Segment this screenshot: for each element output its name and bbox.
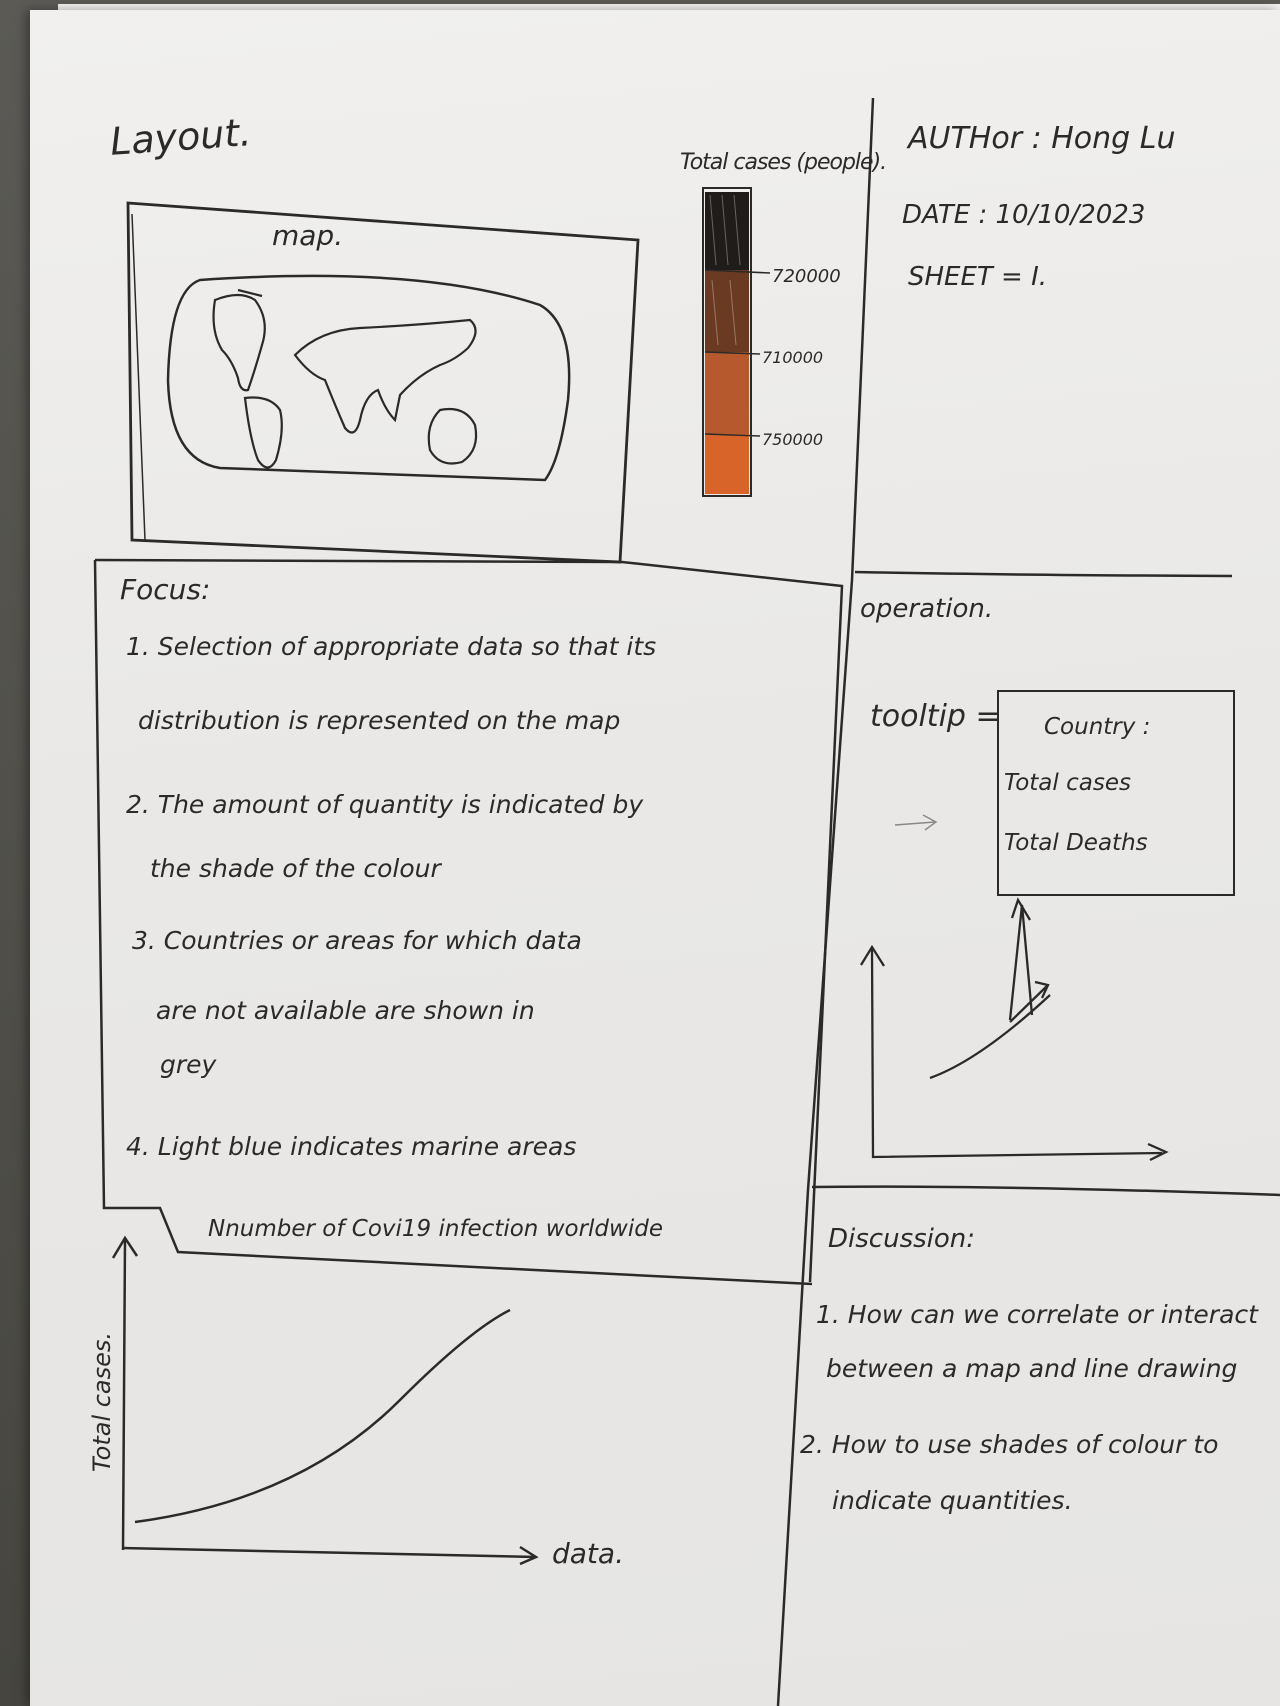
focus-line-1: 1. Selection of appropriate data so that…	[126, 632, 657, 661]
focus-box-outline	[94, 558, 844, 1283]
focus-line-2: distribution is represented on the map	[138, 706, 621, 735]
legend-tick-marks	[704, 269, 771, 437]
legend-tick-label-1: 720000	[772, 266, 841, 287]
focus-line-7: grey	[160, 1050, 217, 1079]
chart-y-arrow	[111, 1235, 139, 1259]
operation-y-arrow	[860, 944, 885, 967]
focus-line-3: 2. The amount of quantity is indicated b…	[126, 790, 644, 819]
author-label: AUTHor : Hong Lu	[908, 121, 1176, 156]
faint-pointer-arrow	[894, 814, 938, 831]
focus-line-4: the shade of the colour	[150, 854, 441, 883]
operation-axes	[870, 947, 1163, 1159]
legend-tick-label-3: 750000	[762, 430, 824, 449]
focus-box-bottom	[93, 559, 813, 1286]
tooltip-label: tooltip =	[870, 699, 1001, 734]
chart-x-axis	[122, 1546, 537, 1559]
focus-heading: Focus:	[120, 573, 211, 606]
discussion-line-1: 1. How can we correlate or interact	[816, 1300, 1258, 1329]
chart-ylabel: Total cases.	[88, 1331, 117, 1473]
legend-bar-frame	[702, 187, 752, 497]
chart-xlabel: data.	[552, 1537, 624, 1570]
discussion-heading: Discussion:	[828, 1224, 976, 1254]
sketch-paper	[30, 10, 1280, 1706]
chart-trend-curve	[134, 1308, 511, 1524]
eurasia-africa-shape	[293, 318, 477, 434]
meta-divider	[854, 570, 1233, 578]
tooltip-field-total-cases: Total cases	[1004, 770, 1131, 796]
legend-tick-label-2: 710000	[762, 348, 824, 367]
chart-x-arrow	[519, 1545, 539, 1566]
chart-y-axis	[121, 1239, 127, 1551]
sheet-label: SHEET = I.	[908, 262, 1048, 292]
south-america-shape	[243, 396, 283, 469]
legend-segment-medium	[705, 352, 749, 434]
legend-segment-light	[705, 434, 749, 494]
australia-shape	[427, 407, 478, 465]
legend-hatching	[709, 194, 741, 346]
map-frame	[126, 201, 640, 564]
chart-title: Nnumber of Covi19 infection worldwide	[208, 1216, 663, 1242]
focus-line-5: 3. Countries or areas for which data	[132, 926, 582, 955]
discussion-line-3: 2. How to use shades of colour to	[800, 1430, 1219, 1459]
operation-arrow-head	[1010, 897, 1031, 921]
continents-sketch	[212, 288, 478, 469]
legend-segment-darkest	[705, 192, 749, 270]
focus-line-8: 4. Light blue indicates marine areas	[126, 1132, 577, 1161]
layout-label: Layout.	[108, 110, 253, 164]
legend-segment-dark	[705, 270, 749, 352]
vertical-divider	[776, 97, 875, 1706]
north-america-shape	[212, 293, 266, 392]
tooltip-field-total-deaths: Total Deaths	[1004, 830, 1148, 856]
operation-curve	[929, 994, 1051, 1080]
map-frame-inner-line	[131, 213, 146, 541]
map-outline	[166, 274, 571, 482]
operation-sketch	[860, 814, 1169, 1162]
operation-x-arrow	[1147, 1142, 1169, 1162]
date-label: DATE : 10/10/2023	[902, 200, 1146, 230]
map-label: map.	[272, 219, 344, 252]
discussion-line-4: indicate quantities.	[832, 1486, 1073, 1515]
operation-diagonal-arrow	[1009, 980, 1050, 1023]
focus-line-6: are not available are shown in	[156, 996, 535, 1025]
discussion-line-2: between a map and line drawing	[826, 1354, 1238, 1383]
operation-heading: operation.	[860, 594, 994, 624]
tooltip-sketch-box	[997, 690, 1235, 896]
operation-divider	[811, 1185, 1280, 1197]
tooltip-field-country: Country :	[1044, 714, 1151, 740]
greenland-stroke	[237, 288, 263, 298]
line-chart-sketch	[111, 1235, 539, 1566]
legend-title: Total cases (people).	[680, 150, 887, 175]
